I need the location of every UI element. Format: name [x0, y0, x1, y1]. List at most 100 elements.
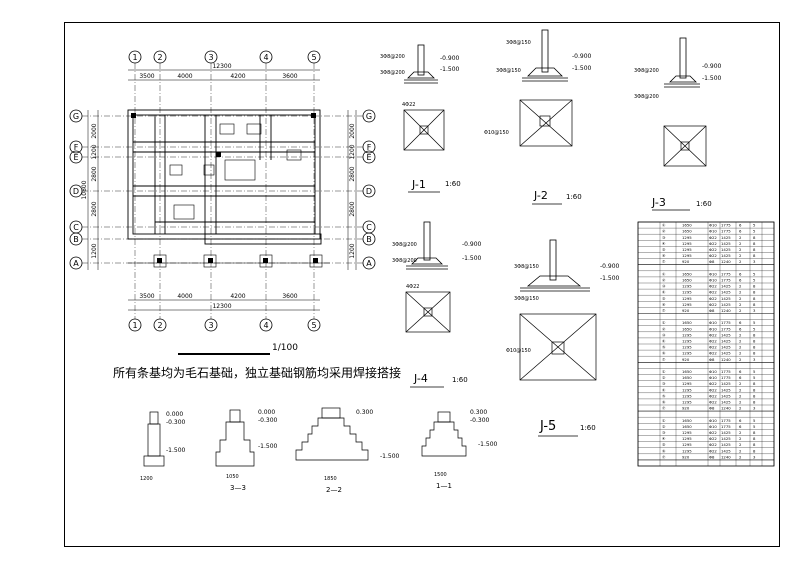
table-cell-len2: 1775	[721, 320, 731, 325]
svg-text:2: 2	[157, 321, 162, 330]
table-cell-len2: 1425	[721, 345, 731, 350]
table-cell-length: 1650	[682, 320, 692, 325]
section-s3	[215, 409, 255, 467]
table-cell-count: 6	[739, 375, 742, 380]
table-cell-count: 2	[739, 430, 742, 435]
table-cell-length: 1295	[682, 290, 692, 295]
svg-text:3Φ8@200: 3Φ8@200	[380, 70, 405, 76]
table-cell-total: 8	[753, 290, 756, 295]
j2-plan	[519, 99, 573, 147]
table-cell-mark: ⑦	[662, 259, 666, 264]
j1-label: J-1	[411, 178, 426, 191]
table-cell-mark: ③	[662, 284, 666, 289]
right-span-dims: 2000 1200 2800 2800 1200	[349, 123, 356, 258]
svg-text:2000: 2000	[91, 123, 98, 138]
table-cell-length: 1295	[682, 235, 692, 240]
table-cell-length: 1650	[682, 223, 692, 228]
table-cell-count: 6	[739, 320, 742, 325]
table-cell-total: 5	[753, 278, 756, 283]
table-cell-count: 6	[739, 326, 742, 331]
table-cell-total: 8	[753, 351, 756, 356]
grid-label: 1	[132, 53, 137, 62]
svg-text:-0.900: -0.900	[600, 263, 620, 270]
table-cell-count: 6	[739, 229, 742, 234]
section-2-label: 2—2	[326, 486, 342, 494]
table-cell-length: 920	[682, 308, 690, 313]
table-cell-total: 8	[753, 393, 756, 398]
svg-text:4000: 4000	[177, 293, 192, 300]
svg-text:1200: 1200	[91, 243, 98, 258]
table-cell-dia: Φ10	[709, 278, 717, 283]
table-cell-length: 1295	[682, 351, 692, 356]
table-cell-len2: 1425	[721, 442, 731, 447]
table-cell-dia: Φ22	[709, 345, 717, 350]
table-cell-mark: ⑤	[662, 296, 666, 301]
table-cell-length: 1295	[682, 332, 692, 337]
table-cell-length: 920	[682, 454, 690, 459]
svg-text:0.300: 0.300	[470, 409, 487, 416]
svg-text:1200: 1200	[91, 144, 98, 159]
table-cell-count: 2	[739, 259, 742, 264]
table-cell-len2: 1425	[721, 339, 731, 344]
table-cell-count: 2	[739, 339, 742, 344]
table-cell-total: 8	[753, 235, 756, 240]
table-cell-dia: Φ22	[709, 436, 717, 441]
j5-scale: 1:60	[580, 424, 596, 432]
svg-text:-0.900: -0.900	[440, 55, 460, 62]
table-cell-count: 2	[739, 235, 742, 240]
j2-label: J-2	[533, 189, 548, 202]
table-cell-mark: ⑤	[662, 442, 666, 447]
table-cell-mark: ⑥	[662, 253, 666, 258]
svg-text:A: A	[366, 259, 372, 268]
table-cell-dia: Φ10	[709, 320, 717, 325]
svg-text:0.000: 0.000	[258, 409, 275, 416]
table-cell-mark: ③	[662, 332, 666, 337]
svg-text:1200: 1200	[349, 144, 356, 159]
svg-text:1050: 1050	[226, 474, 239, 480]
table-cell-total: 5	[753, 418, 756, 423]
svg-text:5: 5	[311, 321, 316, 330]
svg-text:0.000: 0.000	[166, 411, 183, 418]
grid-label: 4	[263, 53, 268, 62]
svg-text:-1.500: -1.500	[702, 75, 722, 82]
table-cell-dia: Φ22	[709, 332, 717, 337]
table-cell-dia: Φ8	[709, 406, 715, 411]
plan-scale: 1/100	[272, 343, 298, 353]
table-cell-total: 8	[753, 296, 756, 301]
table-cell-length: 1295	[682, 387, 692, 392]
table-cell-count: 2	[739, 284, 742, 289]
table-cell-count: 2	[739, 436, 742, 441]
table-cell-mark: ⑤	[662, 247, 666, 252]
table-cell-length: 1295	[682, 345, 692, 350]
strip-foundations	[127, 109, 322, 245]
table-cell-total: 8	[753, 332, 756, 337]
table-cell-total: 8	[753, 345, 756, 350]
svg-text:F: F	[74, 143, 79, 152]
table-cell-mark: ⑦	[662, 357, 666, 362]
j4-scale: 1:60	[452, 376, 468, 384]
table-cell-dia: Φ22	[709, 393, 717, 398]
svg-text:Φ10@150: Φ10@150	[484, 130, 509, 136]
table-cell-dia: Φ22	[709, 442, 717, 447]
table-cell-mark: ①	[662, 271, 666, 276]
table-cell-mark: ⑤	[662, 393, 666, 398]
svg-text:2800: 2800	[349, 201, 356, 216]
table-cell-mark: ④	[662, 241, 666, 246]
top-dimension-lines	[128, 69, 320, 81]
table-cell-count: 2	[739, 247, 742, 252]
table-cell-count: 2	[739, 448, 742, 453]
table-cell-dia: Φ22	[709, 290, 717, 295]
grid-label: 2	[157, 53, 162, 62]
table-cell-total: 8	[753, 430, 756, 435]
table-cell-mark: ⑥	[662, 351, 666, 356]
table-cell-total: 8	[753, 241, 756, 246]
table-cell-length: 1295	[682, 448, 692, 453]
svg-text:3Φ8@200: 3Φ8@200	[634, 68, 659, 74]
svg-text:-1.500: -1.500	[380, 453, 400, 460]
table-cell-mark: ⑥	[662, 302, 666, 307]
table-cell-total: 3	[753, 357, 756, 362]
svg-text:-1.500: -1.500	[440, 66, 460, 73]
table-cell-total: 3	[753, 259, 756, 264]
svg-text:3500: 3500	[139, 73, 154, 80]
table-cell-total: 3	[753, 454, 756, 459]
